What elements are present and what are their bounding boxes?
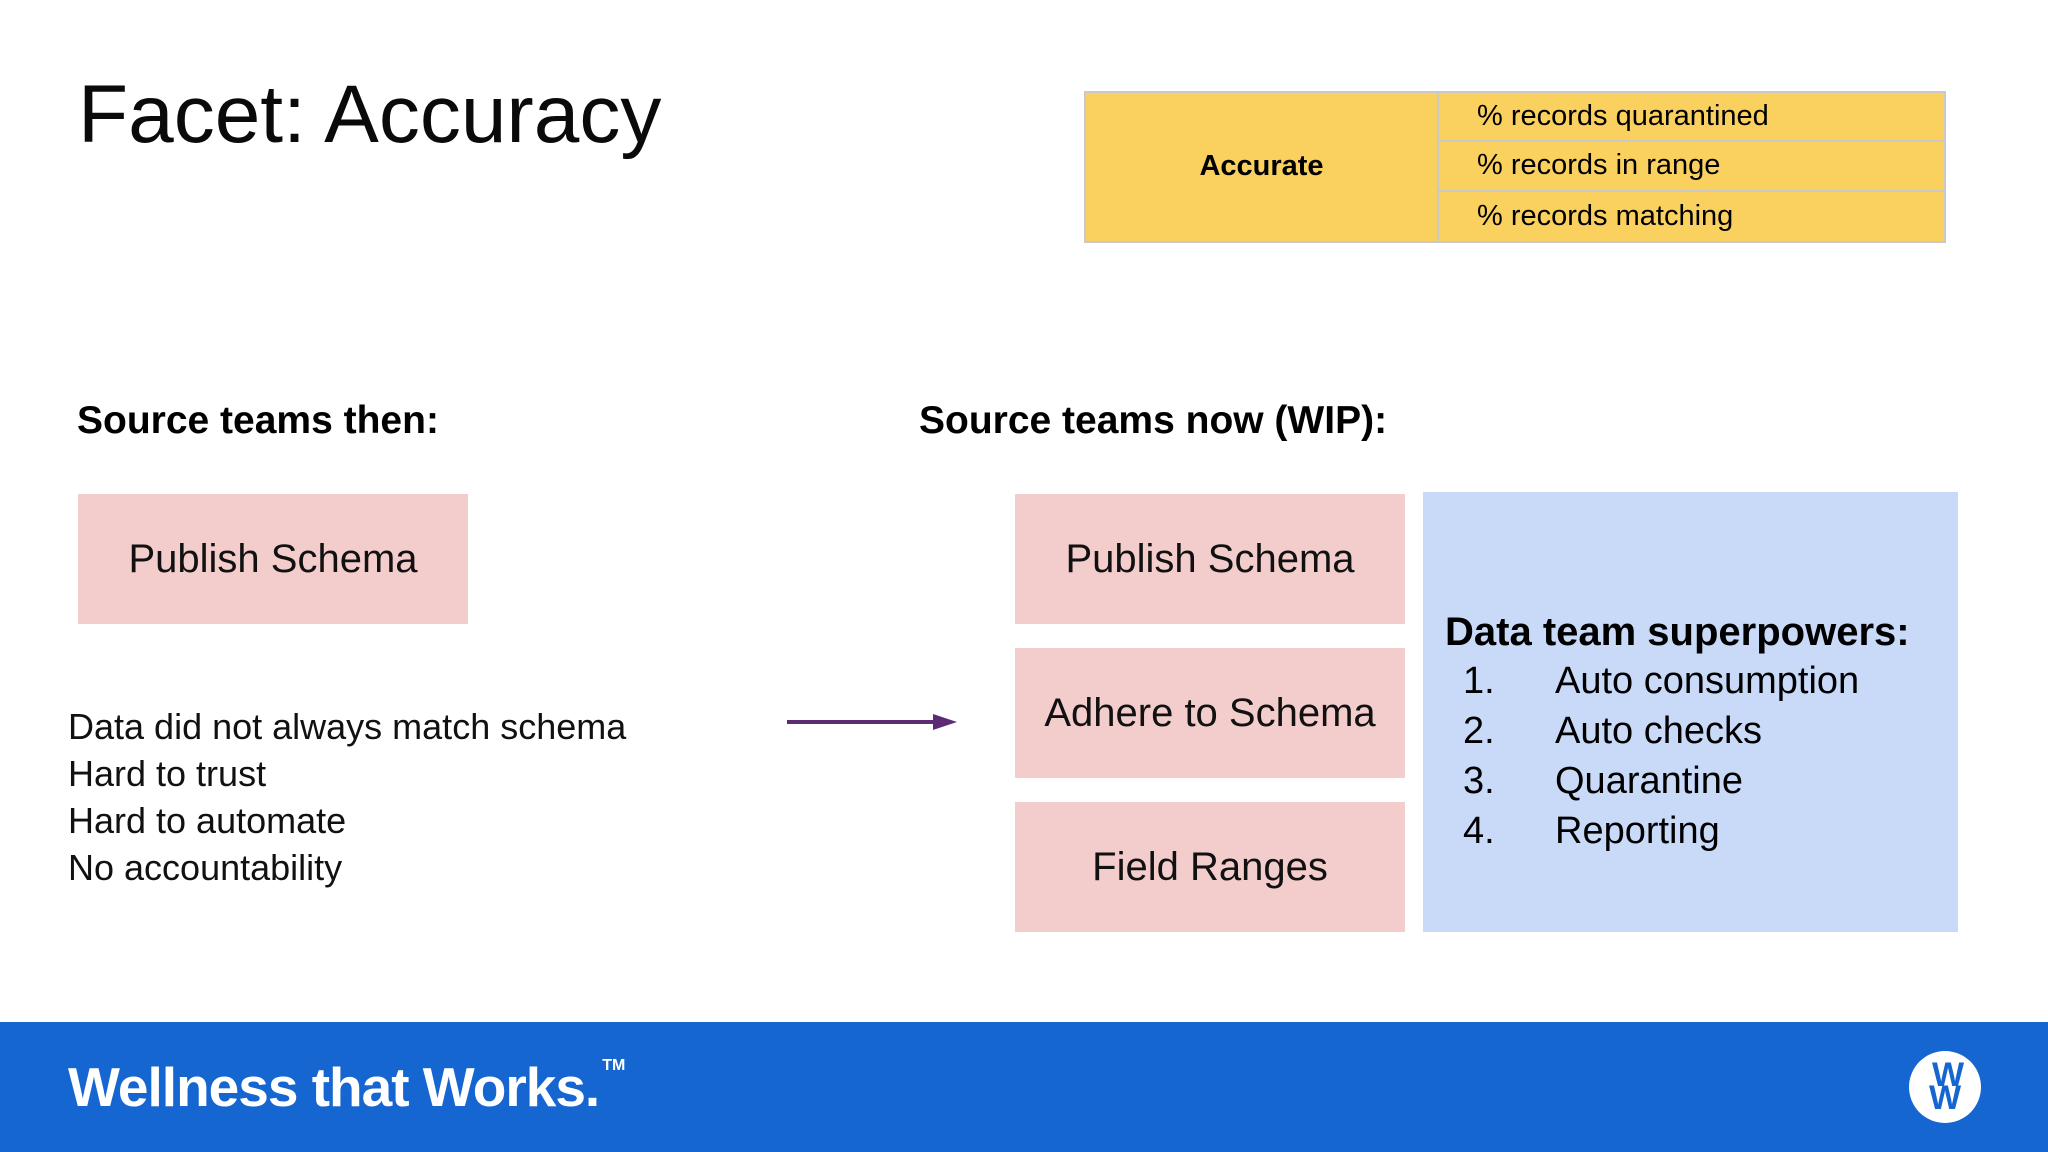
footer-bar: Wellness that Works.TM bbox=[0, 1022, 2048, 1152]
item-number: 4. bbox=[1463, 810, 1495, 852]
item-label: Auto consumption bbox=[1555, 660, 1860, 702]
superpowers-item: 3. Quarantine bbox=[1423, 756, 1958, 806]
logo-letter: W bbox=[1928, 1079, 1961, 1117]
item-number: 1. bbox=[1463, 660, 1495, 702]
logo-letter: W bbox=[1931, 1056, 1964, 1094]
slide-title: Facet: Accuracy bbox=[78, 69, 662, 160]
right-arrow-icon bbox=[787, 714, 957, 730]
pain-point: Data did not always match schema bbox=[68, 706, 627, 747]
now-box-adhere-to-schema: Adhere to Schema bbox=[1015, 648, 1405, 778]
superpowers-heading: Data team superpowers: bbox=[1445, 610, 1910, 654]
superpowers-item: 4. Reporting bbox=[1423, 806, 1958, 856]
superpowers-panel: Data team superpowers: 1. Auto consumpti… bbox=[1423, 492, 1958, 932]
now-section-heading: Source teams now (WIP): bbox=[919, 399, 1388, 442]
pain-point: Hard to trust bbox=[68, 753, 267, 794]
superpowers-item: 2. Auto checks bbox=[1423, 706, 1958, 756]
trademark-symbol: TM bbox=[602, 1057, 626, 1074]
pain-point: No accountability bbox=[68, 847, 343, 888]
then-section-heading: Source teams then: bbox=[77, 399, 439, 442]
then-box-publish-schema: Publish Schema bbox=[78, 494, 468, 624]
table-cell-metric: % records in range bbox=[1439, 142, 1944, 192]
item-number: 3. bbox=[1463, 760, 1495, 802]
table-cell-metric: % records matching bbox=[1477, 199, 1734, 232]
table-row-header: Accurate bbox=[1086, 93, 1439, 241]
superpowers-item: 1. Auto consumption bbox=[1423, 656, 1958, 706]
item-label: Reporting bbox=[1555, 810, 1720, 852]
now-box-field-ranges: Field Ranges bbox=[1015, 802, 1405, 932]
pain-point: Hard to automate bbox=[68, 800, 347, 841]
table-cell-metric: % records quarantined bbox=[1439, 93, 1944, 143]
accuracy-metric-table: Accurate % records quarantined % records… bbox=[1084, 91, 1946, 243]
brand-tagline: Wellness that Works.TM bbox=[68, 1055, 625, 1119]
pain-points-list: Data did not always match schema Hard to… bbox=[68, 703, 626, 891]
item-label: Auto checks bbox=[1555, 710, 1762, 752]
ww-logo-icon: W W bbox=[1909, 1051, 1981, 1123]
tagline-text: Wellness that Works. bbox=[68, 1056, 600, 1118]
item-number: 2. bbox=[1463, 710, 1495, 752]
item-label: Quarantine bbox=[1555, 760, 1744, 802]
now-box-publish-schema: Publish Schema bbox=[1015, 494, 1405, 624]
